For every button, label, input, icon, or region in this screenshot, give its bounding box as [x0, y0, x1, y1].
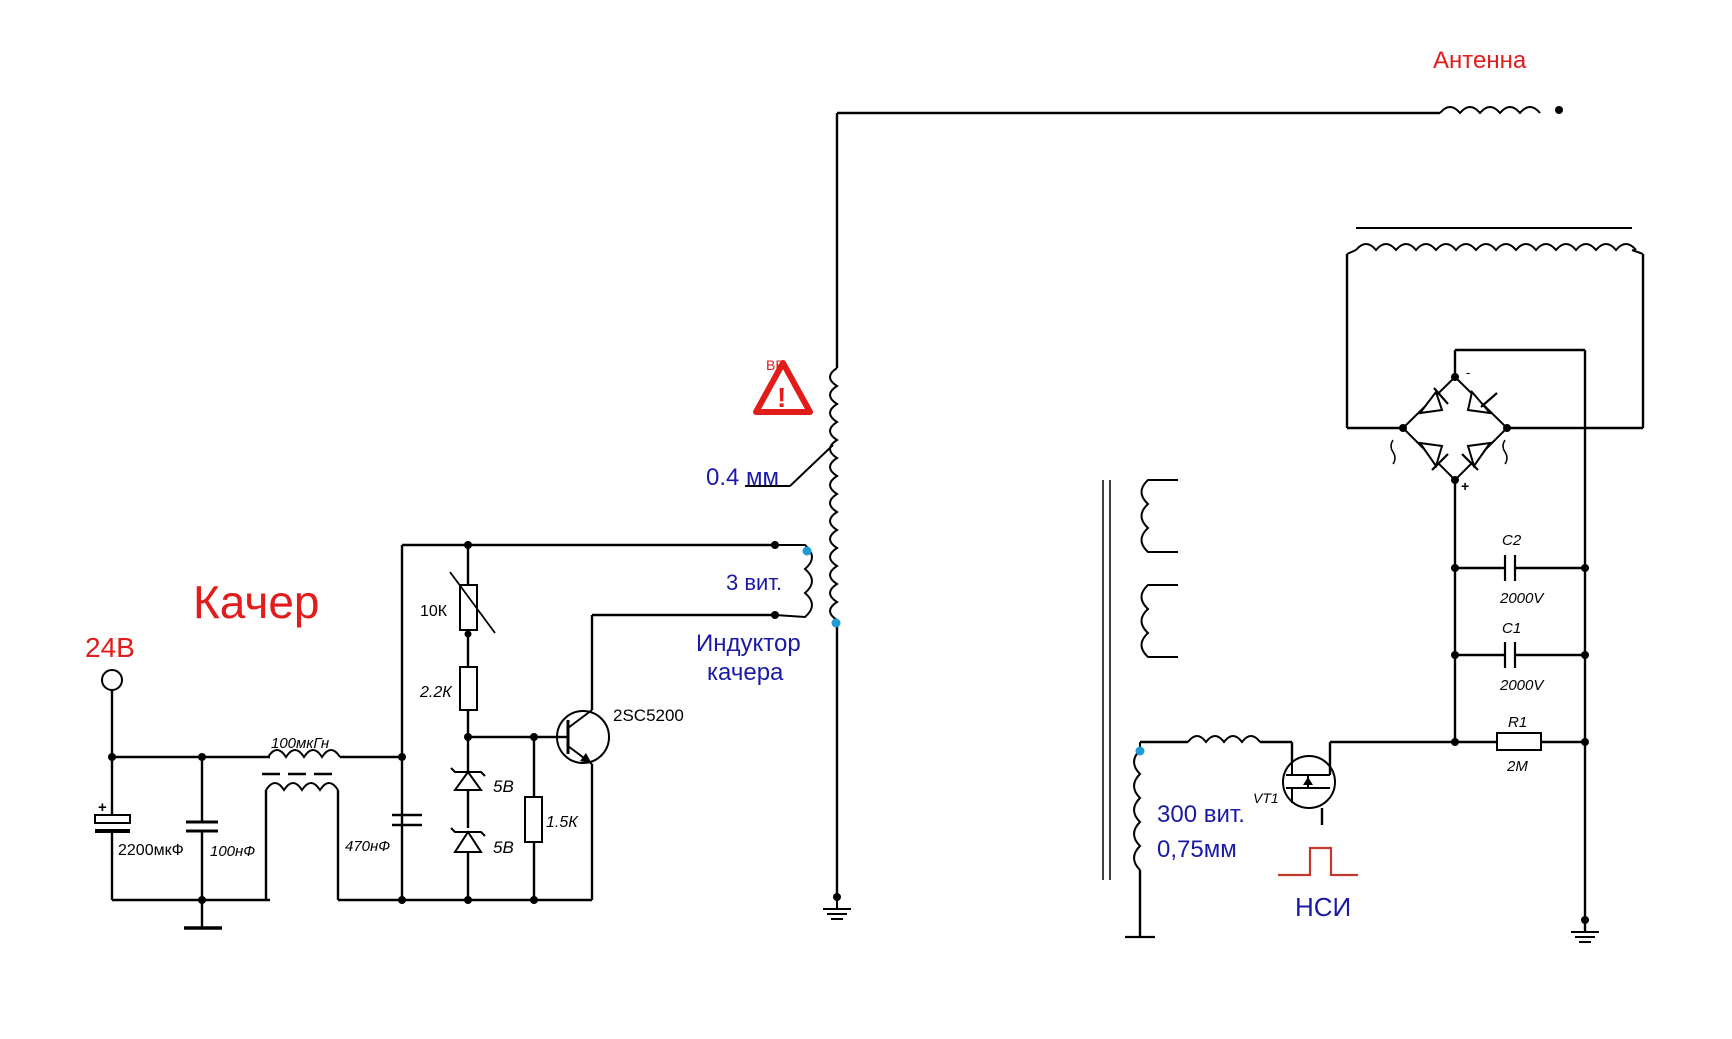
bridge-plus-label: + — [1461, 478, 1469, 494]
capacitor-c2 — [1451, 555, 1589, 581]
r1-name: R1 — [1508, 714, 1527, 731]
r15k-label: 1.5К — [546, 814, 579, 831]
secondary-end-marker — [831, 618, 841, 628]
hv-warning-mark: ! — [777, 382, 786, 413]
inductor-label-line1: Индуктор — [696, 630, 801, 657]
zener-diode-2 — [450, 827, 486, 900]
r22k-label: 2.2К — [419, 684, 453, 701]
c2-name: C2 — [1502, 532, 1522, 549]
capacitor-470nf — [392, 813, 422, 827]
flyback-core — [1102, 480, 1111, 880]
mosfet-vt1 — [1282, 740, 1453, 825]
c1-value: 2000V — [1499, 677, 1545, 694]
tesla-secondary-coil — [745, 111, 1440, 920]
antenna-coil — [1439, 106, 1563, 115]
capacitor-100nf — [184, 757, 222, 930]
flyback-primary-300-turns — [1125, 740, 1188, 939]
r10k-label: 10К — [420, 603, 448, 620]
wire-075-label: 0,75мм — [1157, 836, 1237, 863]
c1-name: C1 — [1502, 620, 1521, 637]
inductor-label-line2: качера — [707, 659, 784, 686]
cap-plus-label: + — [98, 799, 107, 816]
c2-value: 2000V — [1499, 590, 1545, 607]
nsi-label: НСИ — [1295, 892, 1351, 922]
pulse-signal-icon — [1278, 846, 1358, 877]
capacitor-2200uf — [94, 757, 131, 900]
choke-label: 100мкГн — [271, 735, 329, 752]
hv-mark-label: ВВ — [766, 357, 785, 373]
turns-300-label: 300 вит. — [1157, 801, 1245, 828]
capacitor-c1 — [1451, 642, 1589, 668]
c470n-label: 470нФ — [345, 838, 390, 855]
c100n-label: 100нФ — [210, 843, 255, 860]
hv-winding — [1345, 227, 1645, 430]
resistor-r1 — [1451, 732, 1589, 751]
resistor-1-5k — [524, 737, 543, 900]
ground-right — [1571, 742, 1599, 943]
series-choke — [1187, 735, 1294, 762]
supply-voltage-label: 24В — [85, 632, 135, 663]
primary-start-marker-2 — [1135, 746, 1145, 756]
c2200-label: 2200мкФ — [118, 842, 184, 859]
choke-100uh — [262, 749, 402, 900]
flyback-winding-2 — [1140, 584, 1178, 658]
diode-bridge — [1390, 348, 1587, 742]
primary-start-marker — [802, 546, 812, 556]
title-label: Качер — [193, 576, 320, 628]
supply-section — [94, 541, 813, 930]
bridge-minus-label: - — [1466, 365, 1470, 380]
zener2-label: 5В — [493, 838, 514, 857]
zener1-label: 5В — [493, 777, 514, 796]
warning-triangle-icon — [753, 360, 813, 415]
supply-terminal — [101, 669, 123, 691]
transistor-label: 2SC5200 — [613, 706, 684, 725]
resistor-10k-variable — [449, 545, 496, 667]
transistor-2sc5200 — [556, 615, 610, 900]
turns-3-label: 3 вит. — [726, 570, 782, 595]
flyback-winding-1 — [1140, 479, 1178, 553]
primary-inductor-3-turns — [774, 544, 813, 619]
vt1-label: VT1 — [1253, 790, 1279, 806]
resistor-2-2k — [459, 666, 478, 737]
r1-value: 2M — [1506, 758, 1528, 775]
antenna-label: Антенна — [1433, 47, 1527, 74]
wire-diameter-label: 0.4 мм — [706, 464, 779, 491]
zener-diode-1 — [450, 737, 486, 828]
